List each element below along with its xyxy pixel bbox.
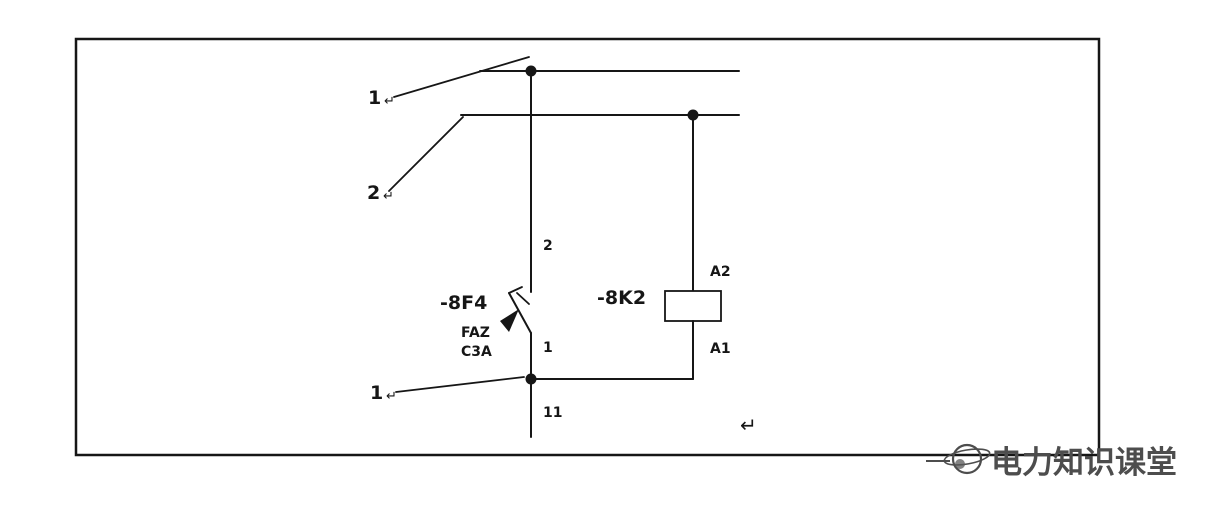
breaker-contact-tick: [508, 286, 523, 294]
return-mark-icon: ↵: [740, 413, 757, 437]
leader-line-top: [393, 56, 530, 98]
callout-top-return-icon: ↵: [384, 94, 395, 109]
breaker-blade: [508, 292, 532, 334]
breaker-terminal-11-label: 11: [543, 405, 562, 421]
breaker-cross-mark: [516, 292, 530, 305]
callout-middle-number: 2: [367, 182, 380, 204]
leader-line-middle: [388, 116, 464, 192]
watermark: 电力知识课堂: [926, 443, 1177, 481]
coil-terminal-a1-label: A1: [710, 341, 731, 357]
breaker-type-line1: FAZ: [461, 325, 490, 341]
breaker-type-line2: C3A: [461, 344, 492, 360]
junction-dot-right: [687, 109, 699, 121]
callout-top-number: 1: [368, 87, 381, 109]
watermark-ring-icon: [943, 448, 991, 466]
junction-dot-top: [525, 65, 537, 77]
coil-ref-label: -8K2: [597, 287, 646, 309]
leader-line-bottom: [395, 376, 525, 393]
watermark-text: 电力知识课堂: [991, 445, 1177, 481]
junction-dot-bottom: [525, 373, 537, 385]
coil-terminal-a2-label: A2: [710, 264, 731, 280]
watermark-globe-icon: [951, 443, 983, 475]
coil-box: [664, 290, 722, 322]
callout-bottom-number: 1: [370, 382, 383, 404]
frame-border: [74, 37, 1101, 457]
breaker-terminal-2-label: 2: [543, 238, 553, 254]
breaker-ref-label: -8F4: [440, 292, 487, 314]
callout-middle-return-icon: ↵: [383, 189, 394, 204]
callout-bottom-return-icon: ↵: [386, 389, 397, 404]
breaker-actuator-arrow: [500, 309, 519, 332]
watermark-shade: [955, 459, 965, 469]
breaker-terminal-1-label: 1: [543, 340, 553, 356]
